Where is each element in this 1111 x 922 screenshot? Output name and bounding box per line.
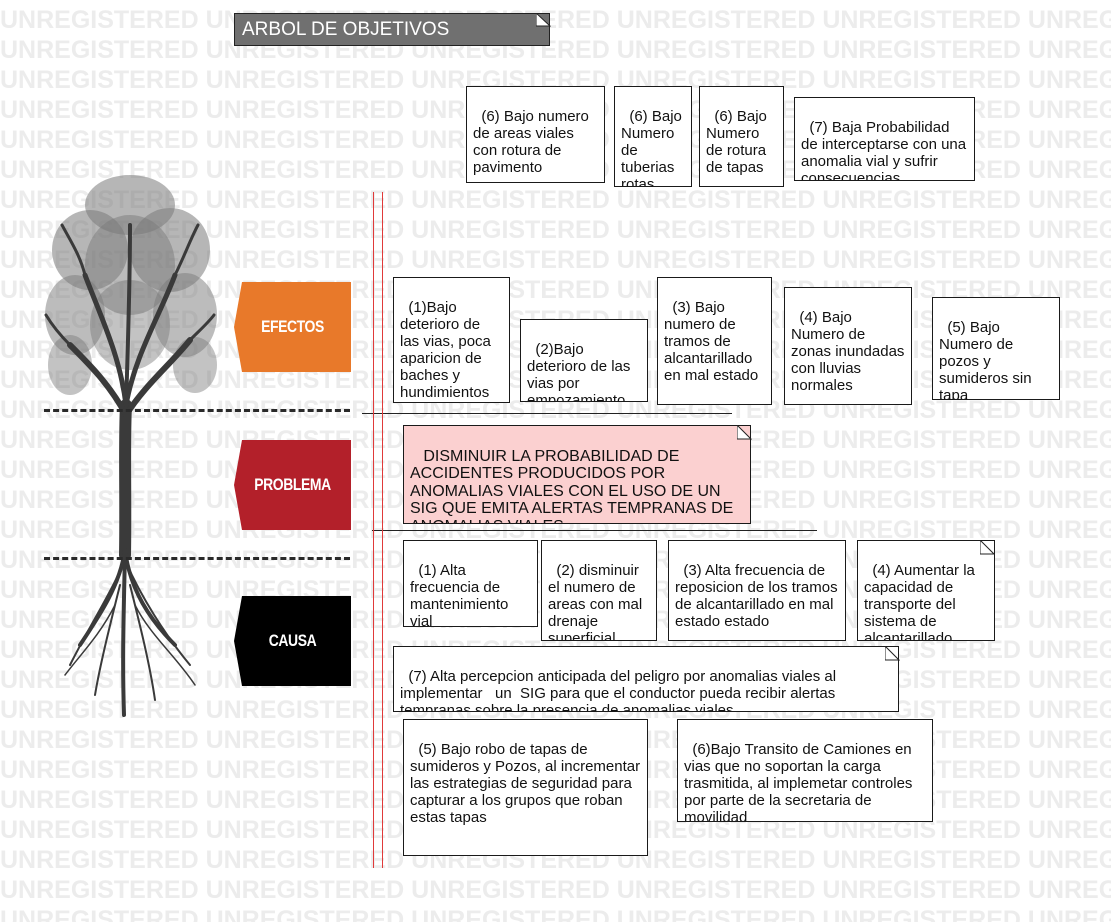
- causa-tag-shape: [234, 596, 351, 686]
- watermark-line: UNREGISTERED UNREGISTERED UNREGISTERED U…: [0, 6, 1111, 34]
- diagram-title-text: ARBOL DE OBJETIVOS: [242, 19, 450, 40]
- effect-text-2: (2)Bajo deterioro de las vias por empoza…: [527, 341, 635, 402]
- problem-box: DISMINUIR LA PROBABILIDAD DE ACCIDENTES …: [403, 425, 751, 524]
- effect-box-5: (5) Bajo Numero de pozos y sumideros sin…: [932, 297, 1060, 400]
- effect-text-6b: (6) Bajo Numero de tuberias rotas: [621, 108, 687, 187]
- dashed-separator-bottom: [44, 557, 350, 560]
- effect-text-1: (1)Bajo deterioro de las vias, poca apar…: [400, 299, 496, 401]
- cause-text-4: (4) Aumentar la capacidad de transporte …: [864, 562, 980, 641]
- cause-box-5: (5) Bajo robo de tapas de sumideros y Po…: [403, 719, 648, 856]
- cause-box-3: (3) Alta frecuencia de reposicion de los…: [668, 540, 846, 641]
- watermark-line: UNREGISTERED UNREGISTERED UNREGISTERED U…: [0, 906, 1111, 922]
- problem-fold-corner: [737, 425, 752, 440]
- cause-text-5: (5) Bajo robo de tapas de sumideros y Po…: [410, 741, 645, 826]
- effect-text-7: (7) Baja Probabilidad de interceptarse c…: [801, 119, 971, 181]
- problema-tag: PROBLEMA: [234, 440, 351, 530]
- cause-text-7: (7) Alta percepcion anticipada del pelig…: [400, 668, 841, 712]
- tree-branches: [44, 223, 216, 561]
- cause-4-fold-corner: [980, 540, 995, 555]
- tree-roots: [64, 548, 196, 717]
- effect-box-2: (2)Bajo deterioro de las vias por empoza…: [520, 319, 648, 402]
- cause-box-1: (1) Alta frecuencia de mantenimiento via…: [403, 540, 538, 627]
- vertical-divider-left: [373, 192, 374, 868]
- tree-illustration: [44, 175, 217, 717]
- vertical-divider-right: [382, 192, 383, 868]
- effect-text-5: (5) Bajo Numero de pozos y sumideros sin…: [939, 319, 1036, 400]
- cause-box-7: (7) Alta percepcion anticipada del pelig…: [393, 646, 899, 712]
- effect-box-7: (7) Baja Probabilidad de interceptarse c…: [794, 97, 975, 181]
- efectos-label: EFECTOS: [261, 317, 324, 336]
- cause-text-3: (3) Alta frecuencia de reposicion de los…: [675, 562, 842, 630]
- efectos-tag: EFECTOS: [234, 282, 351, 372]
- problema-tag-shape: [234, 440, 351, 530]
- cause-box-4: (4) Aumentar la capacidad de transporte …: [857, 540, 995, 641]
- effect-box-1: (1)Bajo deterioro de las vias, poca apar…: [393, 277, 510, 403]
- watermark-line: UNREGISTERED UNREGISTERED UNREGISTERED U…: [0, 36, 1111, 64]
- cause-text-2: (2) disminuir el numero de areas con mal…: [548, 562, 647, 641]
- effect-box-6c: (6) Bajo Numero de rotura de tapas: [699, 86, 784, 187]
- cause-box-2: (2) disminuir el numero de areas con mal…: [541, 540, 657, 641]
- effect-box-6a: (6) Bajo numero de areas viales con rotu…: [466, 86, 605, 183]
- cause-7-fold-corner: [885, 646, 900, 661]
- effect-box-3: (3) Bajo numero de tramos de alcantarill…: [657, 277, 772, 405]
- effect-text-6a: (6) Bajo numero de areas viales con rotu…: [473, 108, 594, 176]
- effect-text-4: (4) Bajo Numero de zonas inundadas con l…: [791, 309, 909, 394]
- cause-text-6: (6)Bajo Transito de Camiones en vias que…: [684, 741, 917, 822]
- dashed-separator-top: [44, 409, 350, 412]
- watermark-line: UNREGISTERED UNREGISTERED UNREGISTERED U…: [0, 876, 1111, 904]
- effects-problem-separator: [362, 413, 732, 414]
- causa-label: CAUSA: [268, 631, 317, 650]
- efectos-tag-shape: [234, 282, 351, 372]
- cause-text-1: (1) Alta frecuencia de mantenimiento via…: [410, 562, 513, 627]
- problema-label: PROBLEMA: [254, 475, 331, 494]
- cause-box-6: (6)Bajo Transito de Camiones en vias que…: [677, 719, 933, 822]
- effect-box-6b: (6) Bajo Numero de tuberias rotas: [614, 86, 692, 187]
- effect-box-4: (4) Bajo Numero de zonas inundadas con l…: [784, 287, 912, 405]
- problem-causes-separator: [372, 530, 817, 531]
- causa-tag: CAUSA: [234, 596, 351, 686]
- problem-text: DISMINUIR LA PROBABILIDAD DE ACCIDENTES …: [410, 447, 734, 524]
- diagram-title: ARBOL DE OBJETIVOS: [234, 13, 550, 46]
- effect-text-3: (3) Bajo numero de tramos de alcantarill…: [664, 299, 759, 384]
- effect-text-6c: (6) Bajo Numero de rotura de tapas: [706, 108, 772, 176]
- title-fold-corner: [536, 13, 551, 27]
